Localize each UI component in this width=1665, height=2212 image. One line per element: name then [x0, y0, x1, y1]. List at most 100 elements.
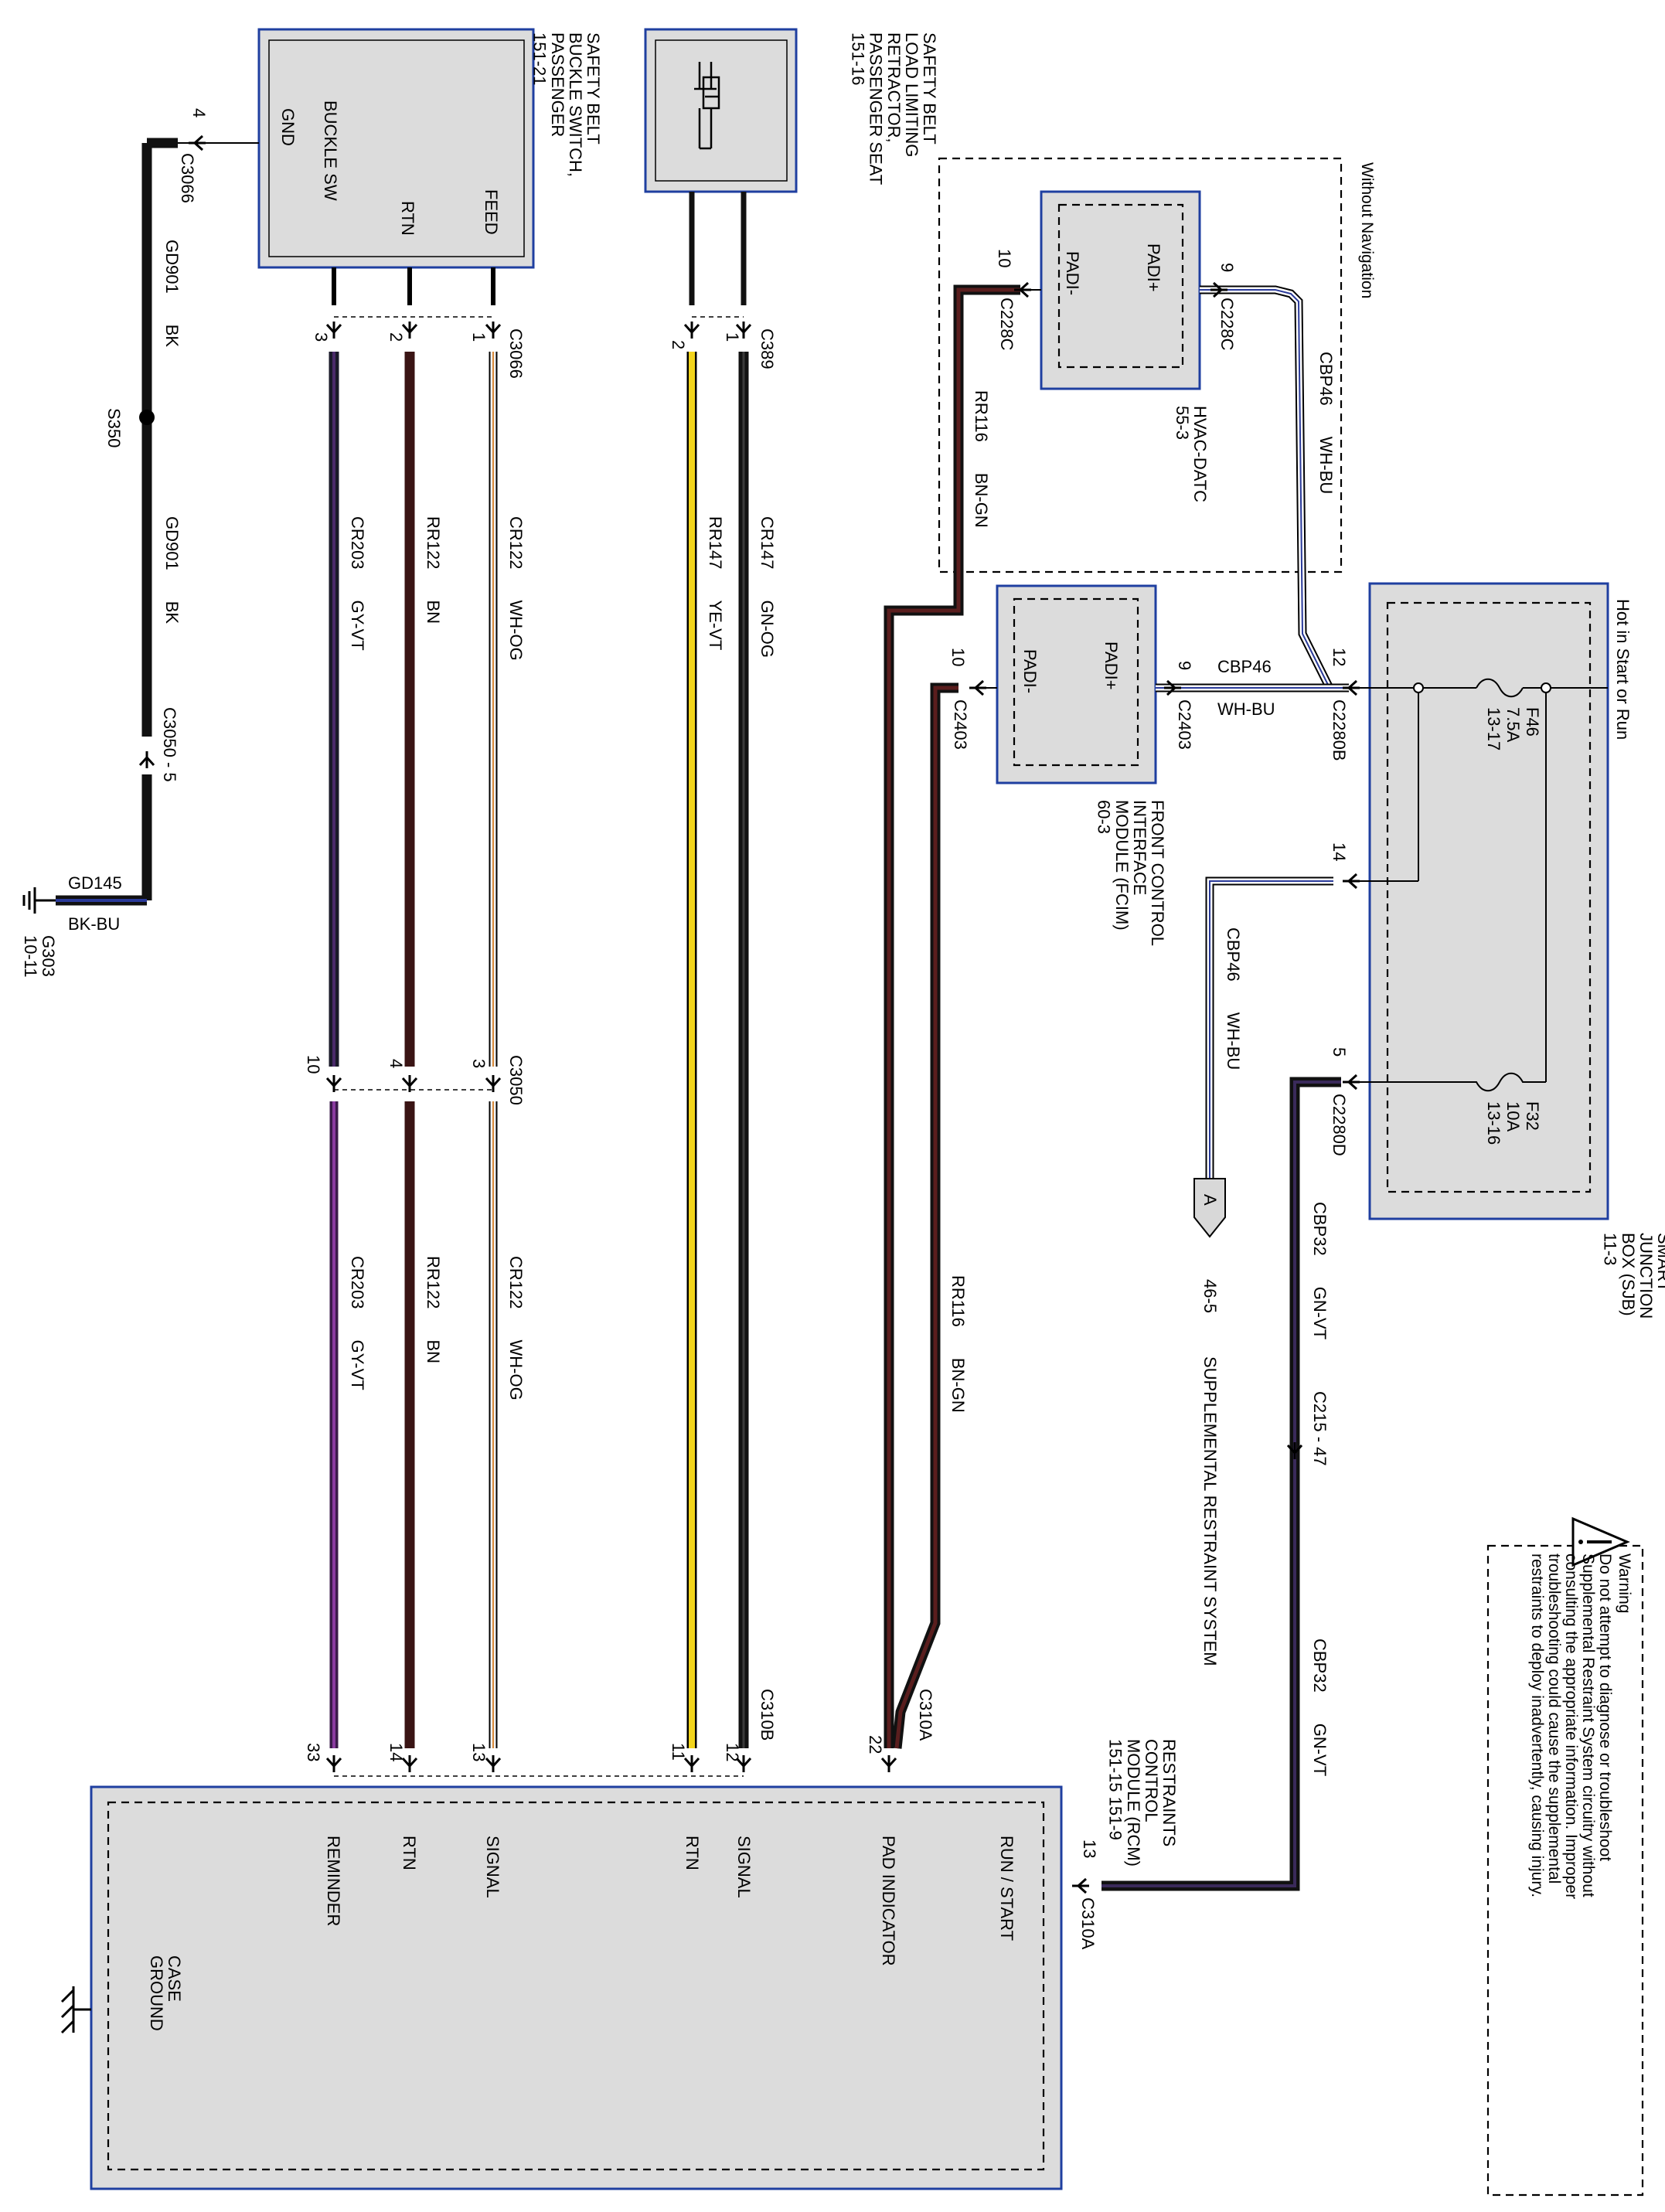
rcm-pin-reminder: REMINDER	[324, 1836, 343, 1926]
pin-c3066-2: 2	[386, 332, 406, 342]
connector-arrow-bot-3	[683, 1755, 700, 1772]
wire-label-rr116-a: RR116BN-GN	[972, 390, 991, 528]
rcm-name: RESTRAINTSCONTROLMODULE (RCM)151-15 151-…	[1106, 1739, 1179, 1867]
pin-fcim-9: 9	[1175, 661, 1194, 670]
warning-triangle-icon	[1571, 1516, 1630, 1567]
retractor-name: SAFETY BELTLOAD LIMITINGRETRACTOR,PASSEN…	[849, 32, 939, 185]
case-ground-icon	[60, 1986, 91, 2034]
pin-sjb-5: 5	[1330, 1047, 1349, 1057]
wire-label-rr122-a: RR122BN	[424, 516, 443, 624]
conn-c2280b: C2280B	[1330, 699, 1349, 761]
fuse-f32-id: F32	[1523, 1101, 1542, 1131]
conn-c2403-a: C2403	[951, 699, 970, 750]
rcm-case-ground: CASEGROUND	[147, 1955, 184, 2031]
wire-rr116-b	[891, 682, 997, 1749]
fuse-f32-ref: 13-16	[1484, 1101, 1503, 1145]
svg-text:FRONT CONTROLINTERFACEMODULE (: FRONT CONTROLINTERFACEMODULE (FCIM)60-3	[1095, 800, 1167, 946]
sjb-name: SMARTJUNCTIONBOX (SJB)11-3	[1601, 1233, 1665, 1319]
offpage-system: SUPPLEMENTAL RESTRAINT SYSTEM	[1200, 1356, 1220, 1666]
pin-c389-2: 2	[669, 340, 688, 349]
connector-arrow-top-2	[485, 322, 502, 339]
wire-label-cr122-b: CR122WH-OG	[506, 1256, 526, 1400]
conn-c3066: C3066	[178, 153, 197, 203]
connector-arrow-hvac-9	[1210, 281, 1227, 298]
splice-s350	[139, 410, 155, 425]
wire-gd145	[56, 774, 152, 906]
buckle-pin-feed: FEED	[482, 189, 501, 235]
ground-name: G303	[39, 935, 58, 977]
connector-arrow-fcim-9	[1164, 679, 1181, 696]
ground-symbol-icon	[22, 887, 56, 914]
wire-label-gd145-circuit: GD145	[68, 873, 122, 893]
conn-c3066-top: C3066	[506, 328, 526, 379]
sjb-hot-label: Hot in Start or Run	[1613, 599, 1633, 740]
connector-arrow-top-1	[401, 322, 418, 339]
wire-label-cbp46-hvac: CBP46WH-BU	[1316, 352, 1336, 494]
conn-c228c-a: C228C	[997, 298, 1016, 351]
splice-label: S350	[104, 408, 124, 448]
conn-c389: C389	[758, 328, 777, 369]
wire-gd901	[141, 138, 259, 737]
offpage-ref: 46-5	[1200, 1279, 1220, 1313]
connector-arrow-top-4	[735, 322, 752, 339]
wire-label-cbp46-fcim-color: WH-BU	[1217, 699, 1275, 719]
wire-label-gd901-a: GD901BK	[162, 240, 182, 347]
wire-label-gd145-color: BK-BU	[68, 914, 120, 934]
connector-arrow-bot-0	[325, 1755, 342, 1772]
conn-c310a-top: C310A	[916, 1689, 935, 1741]
svg-text:RESTRAINTSCONTROLMODULE (RCM)1: RESTRAINTSCONTROLMODULE (RCM)151-15 151-…	[1106, 1739, 1179, 1867]
pin-sjb-12: 12	[1330, 648, 1349, 666]
pin-c310a-22: 22	[866, 1735, 885, 1754]
wire-label-cbp46-fcim-circuit: CBP46	[1217, 657, 1272, 676]
svg-text:SAFETY BELTBUCKLE SWITCH,PASSE: SAFETY BELTBUCKLE SWITCH,PASSENGER151-21	[530, 32, 603, 177]
rcm-box	[90, 1785, 1063, 2190]
rcm-pin-run-start: RUN / START	[997, 1836, 1016, 1941]
wire-cbp32	[1101, 1077, 1341, 1891]
fuse-f46-rating: 7.5A	[1503, 707, 1523, 743]
pin-c310b-11: 11	[669, 1743, 688, 1761]
wire-label-rr116-b: RR116BN-GN	[948, 1275, 968, 1413]
connector-arrow-top-0	[325, 322, 342, 339]
pin-c310b-12: 12	[723, 1743, 742, 1761]
warning-box	[1486, 1544, 1644, 2197]
conn-c310a-side: C310A	[1078, 1897, 1098, 1950]
wire-label-cbp32-a: CBP32GN-VT	[1310, 1202, 1330, 1339]
hvac-padi-minus: PADI-	[1063, 251, 1082, 295]
pin-p4gnd: 4	[189, 108, 209, 117]
offpage-letter: A	[1200, 1194, 1220, 1206]
connector-arrow-mid-0	[325, 1075, 342, 1092]
connector-arrow-top-3	[683, 322, 700, 339]
svg-text:CASEGROUND: CASEGROUND	[147, 1955, 184, 2031]
wire-label-cr147: CR147GN-OG	[758, 516, 777, 658]
svg-text:SAFETY BELTLOAD LIMITINGRETRAC: SAFETY BELTLOAD LIMITINGRETRACTOR,PASSEN…	[849, 32, 939, 185]
sjb-box	[1368, 582, 1609, 1220]
conn-c228c-b: C228C	[1217, 298, 1237, 351]
pin-c3050-3: 3	[469, 1059, 489, 1068]
pin-rcm-33: 33	[304, 1743, 323, 1761]
pin-fcim-10: 10	[948, 648, 968, 666]
connector-arrow-c215	[1286, 1442, 1303, 1459]
connector-arrow-sjb-12	[1343, 679, 1360, 696]
connector-arrow-c3066	[189, 134, 206, 151]
hvac-name: HVAC-DATC55-3	[1173, 406, 1210, 502]
wire-cbp46-offpage	[1205, 876, 1333, 1179]
pin-sjb-14: 14	[1330, 842, 1349, 861]
hvac-padi-plus: PADI+	[1144, 243, 1163, 292]
buckle-pin-gnd: GND	[278, 108, 298, 146]
pin-c3050-10: 10	[304, 1055, 323, 1074]
conn-c2403-b: C2403	[1175, 699, 1194, 750]
wire-label-rr147: RR147YE-VT	[706, 516, 725, 650]
pin-c3066-1: 1	[469, 332, 489, 342]
svg-text:Do not attempt to diagnose or: Do not attempt to diagnose or troublesho…	[1528, 1554, 1614, 1899]
buckle-switch-box	[257, 28, 535, 269]
wire-label-gd901-b: GD901BK	[162, 516, 182, 624]
fuse-f32-rating: 10A	[1503, 1101, 1523, 1132]
conn-c2280d: C2280D	[1330, 1094, 1349, 1156]
wire-label-cr122-a: CR122WH-OG	[506, 516, 526, 661]
ground-ref: 10-11	[21, 935, 40, 978]
fcim-box	[996, 584, 1157, 784]
connector-arrow-bot-4	[735, 1755, 752, 1772]
conn-c310b: C310B	[758, 1689, 777, 1741]
